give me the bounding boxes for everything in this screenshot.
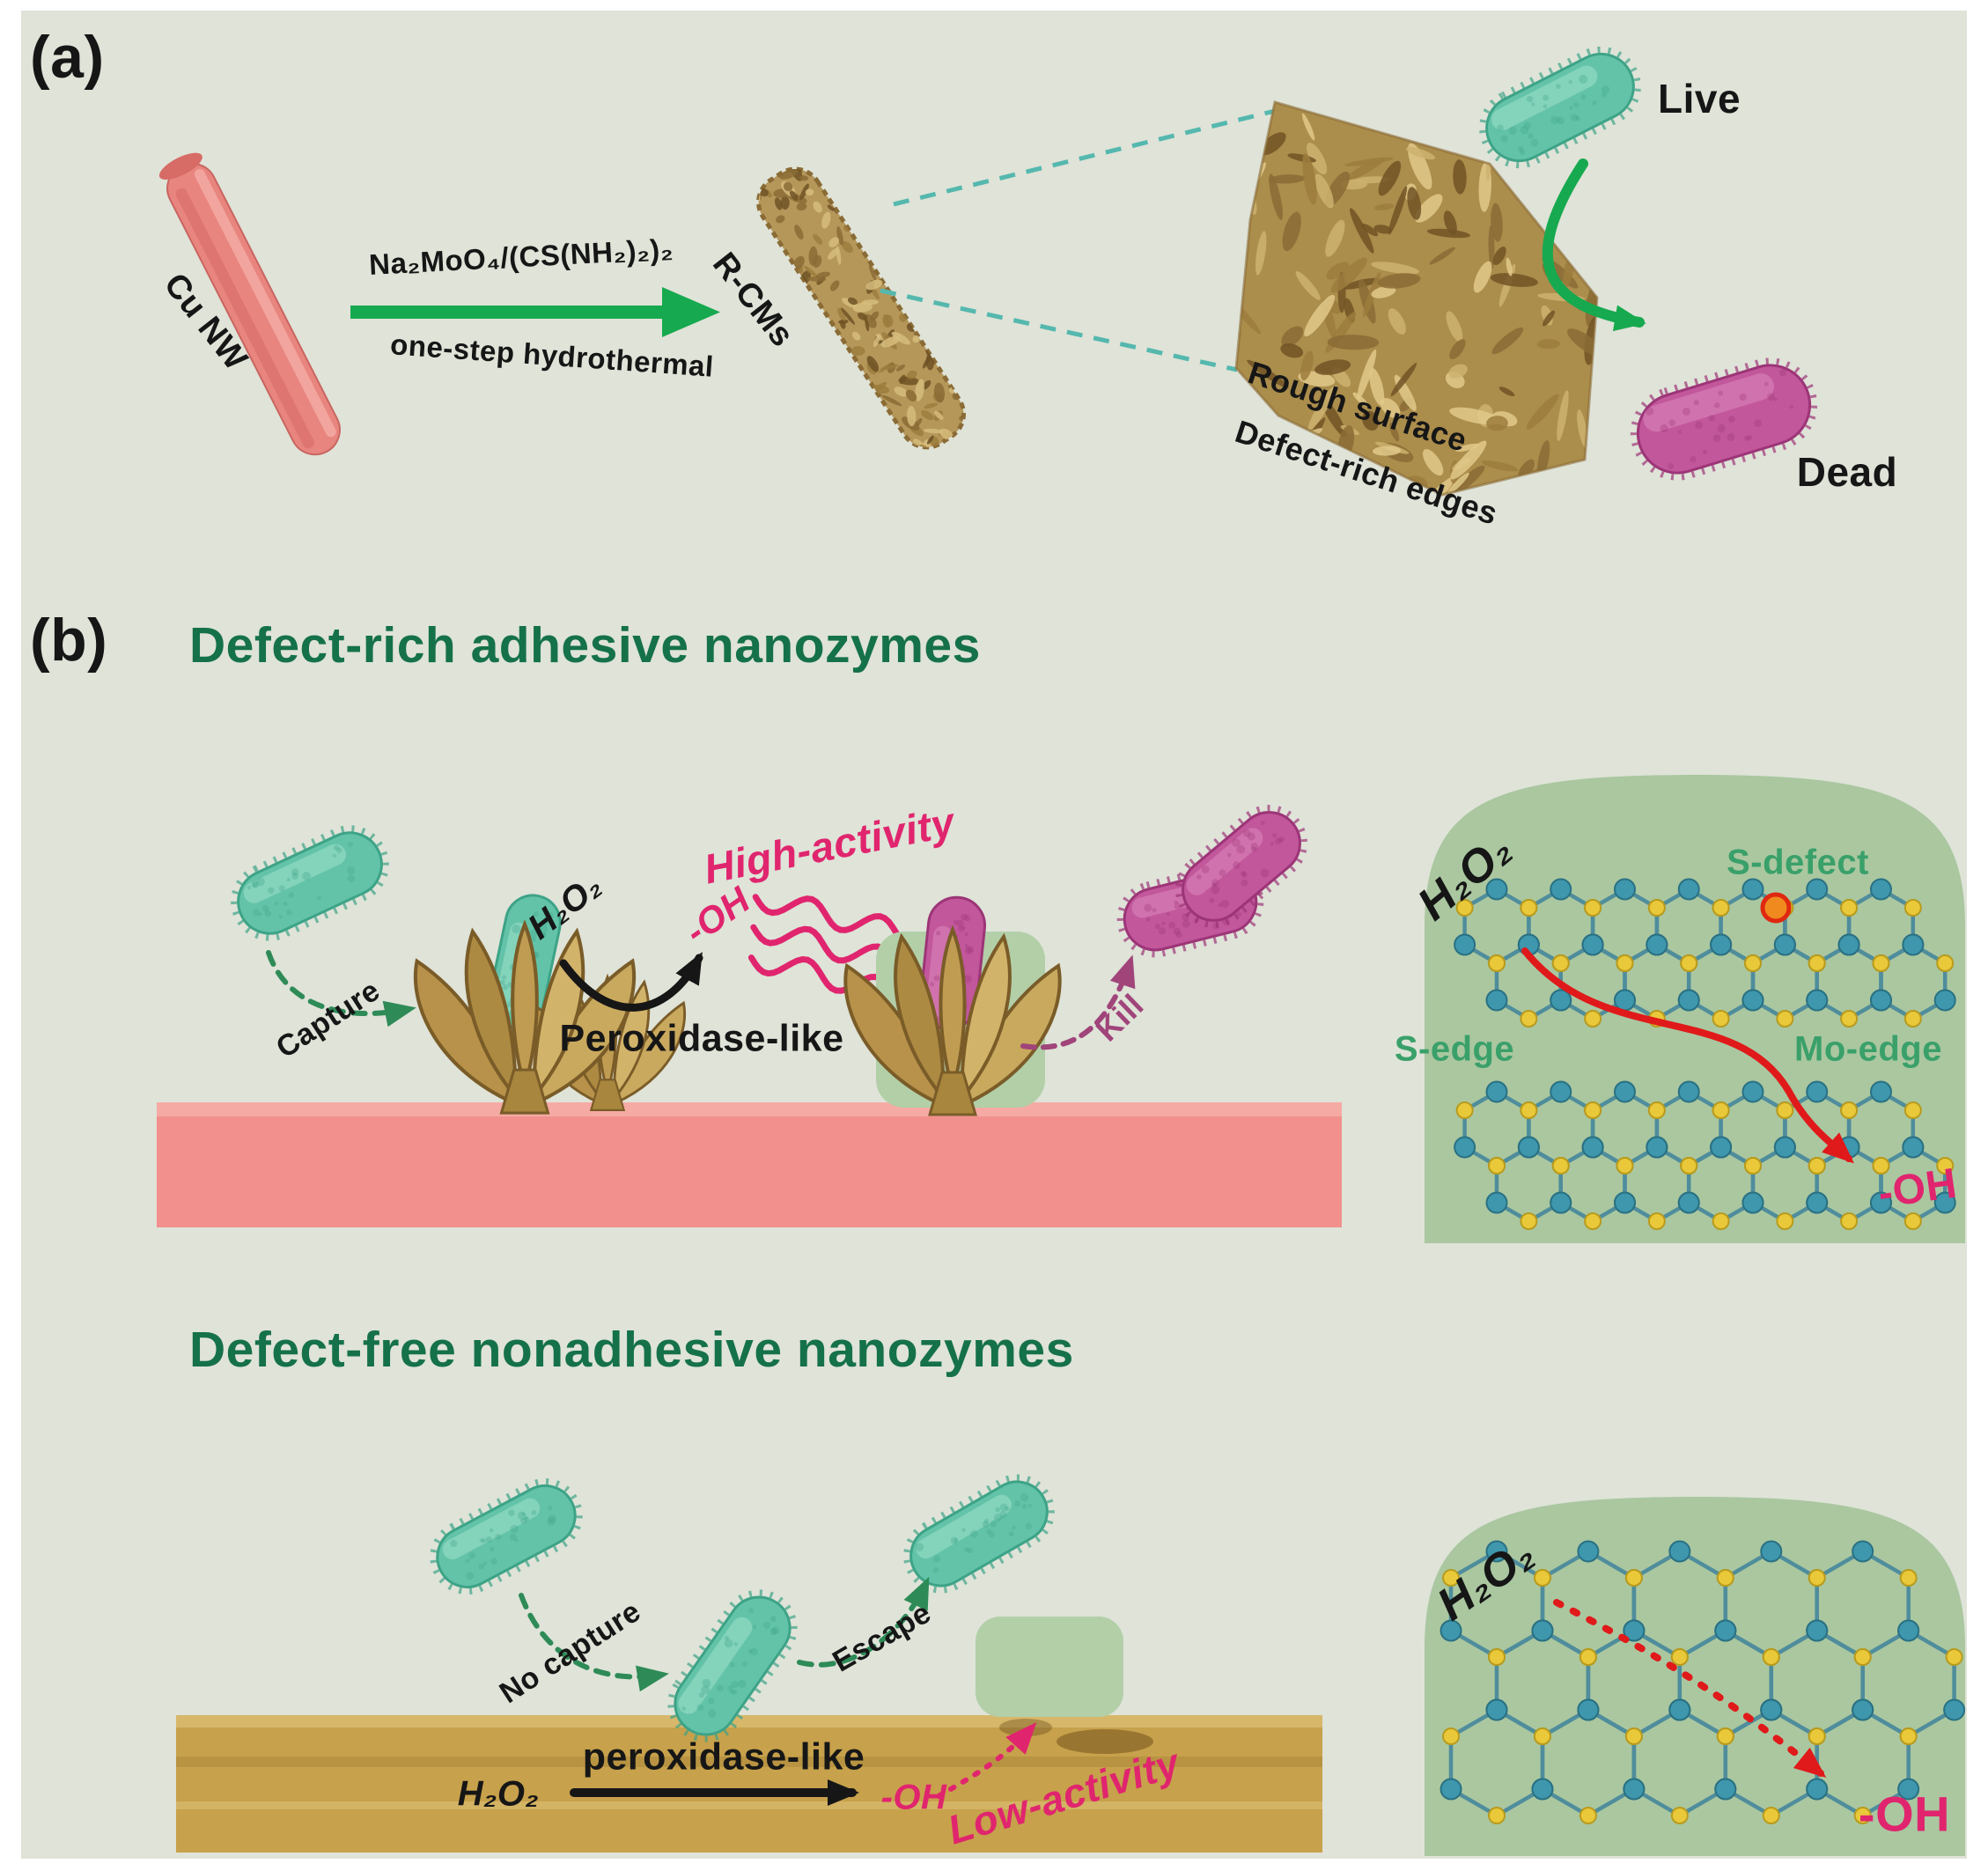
oh-label-free: -OH [881,1779,947,1818]
live-label: Live [1658,75,1741,122]
s-edge-label: S-edge [1395,1030,1514,1070]
approach-bacterium-icon [222,816,398,949]
panel-b-label: (b) [30,606,107,674]
panel-a-label: (a) [30,23,105,92]
s-defect-label: S-defect [1727,843,1869,883]
nanoflower-kill-icon [845,895,1059,1115]
h2o2-label-free: H₂O₂ [458,1775,540,1815]
mo-edge-label: Mo-edge [1794,1030,1942,1070]
zoom-dashed-lines-icon [880,111,1275,370]
lattice-oh-label-free: -OH [1859,1786,1950,1843]
defect-rich-title: Defect-rich adhesive nanozymes [189,616,981,674]
killed-bacteria-icon [1113,793,1319,961]
defect-free-title: Defect-free nonadhesive nanozymes [189,1321,1074,1379]
free-bacteria-icon [421,1465,1064,1753]
substrate-rich-icon [157,1102,1342,1227]
dead-label: Dead [1797,448,1897,496]
green-panel-free-icon [976,1617,1123,1717]
peroxidase-label-rich: Peroxidase-like [559,1018,843,1061]
peroxidase-label-free: peroxidase-like [583,1736,865,1779]
defect-rich-scene-art [157,775,1965,1243]
dead-bacterium-icon [1623,350,1825,488]
live-bacterium-icon [1469,37,1651,178]
